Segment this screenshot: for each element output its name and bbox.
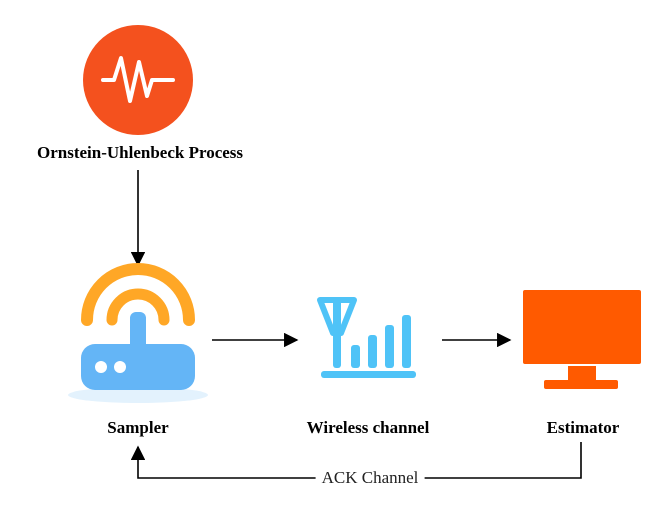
source-label: Ornstein-Uhlenbeck Process (36, 143, 244, 162)
signal-waveform-icon (83, 25, 193, 135)
sampler-label: Sampler (107, 418, 169, 437)
wifi-router-icon (68, 263, 208, 403)
channel-label: Wireless channel (306, 418, 430, 437)
estimator-label: Estimator (546, 418, 620, 437)
antenna-signal-icon (317, 297, 416, 378)
ack-channel-label: ACK Channel (315, 468, 425, 488)
monitor-icon (523, 290, 641, 389)
